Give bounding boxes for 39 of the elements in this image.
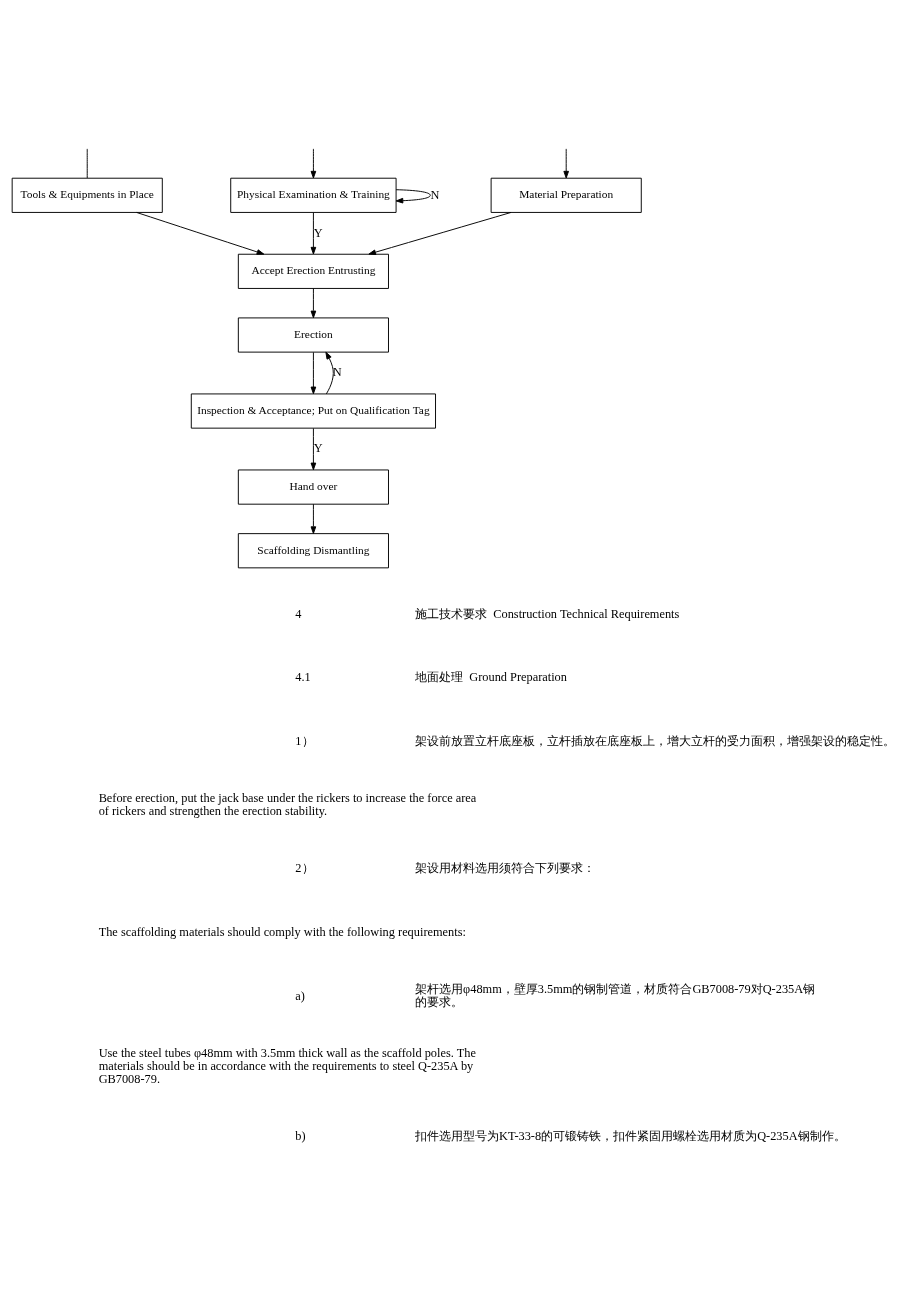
label: 4.1 <box>295 670 311 685</box>
node-box: Physical Examination & Training <box>230 177 397 213</box>
label: 4 <box>295 606 302 621</box>
label: a) <box>295 988 305 1003</box>
label: Use the steel tubes φ48mm with 3.5mm thick wall as the scaffold poles. The materials should be in accordance with the requirements to steel Q-235A by GB7008-79. <box>98 1045 476 1087</box>
label: 架设用材料选用须符合下列要求： <box>415 861 596 876</box>
node-box: Scaffolding Dismantling <box>237 533 389 569</box>
node-box: Accept Erection Entrusting <box>237 253 389 289</box>
edge-label: Y <box>313 441 323 456</box>
arrow <box>310 212 317 255</box>
connector <box>86 148 88 179</box>
label: Before erection, put the jack base under the rickers to increase the force area of rickers and strengthen the erection stability. <box>98 791 477 819</box>
arrow <box>310 288 317 319</box>
arrow <box>136 211 265 255</box>
edge-label: N <box>430 187 440 202</box>
label: b) <box>295 1129 306 1144</box>
node-box: Tools & Equipments in Place <box>11 177 163 213</box>
arrow <box>310 148 317 179</box>
node-box: Inspection & Acceptance; Put on Qualification Tag <box>190 393 436 429</box>
node-box: Hand over <box>237 469 389 505</box>
label: 地面处理 Ground Preparation <box>415 670 567 685</box>
label: 架杆选用φ48mm，壁厚3.5mm的钢制管道，材质符合GB7008-79对Q-235A钢的要求。 <box>415 982 816 1010</box>
label: The scaffolding materials should comply with the following requirements: <box>98 925 466 939</box>
node-box: Erection <box>237 317 389 353</box>
label: 1） <box>295 733 314 748</box>
edge-label: N <box>332 365 342 380</box>
arrow <box>325 351 334 395</box>
arrow <box>310 427 317 471</box>
arrow <box>563 148 569 179</box>
edge-label: Y <box>313 225 323 240</box>
label: 施工技术要求 Construction Technical Requirements <box>415 606 680 621</box>
label: 扣件选用型号为KT-33-8的可锻铸铁，扣件紧固用螺栓选用材质为Q-235A钢制作。 <box>415 1129 846 1144</box>
label: 2） <box>295 861 314 876</box>
arrow <box>395 189 431 204</box>
arrow <box>310 503 317 534</box>
node-box: Material Preparation <box>490 177 642 213</box>
arrow <box>310 351 317 395</box>
arrow <box>368 211 512 255</box>
label: 架设前放置立杆底座板，立杆插放在底座板上，增大立杆的受力面积，增强架设的稳定性。 <box>414 733 895 748</box>
